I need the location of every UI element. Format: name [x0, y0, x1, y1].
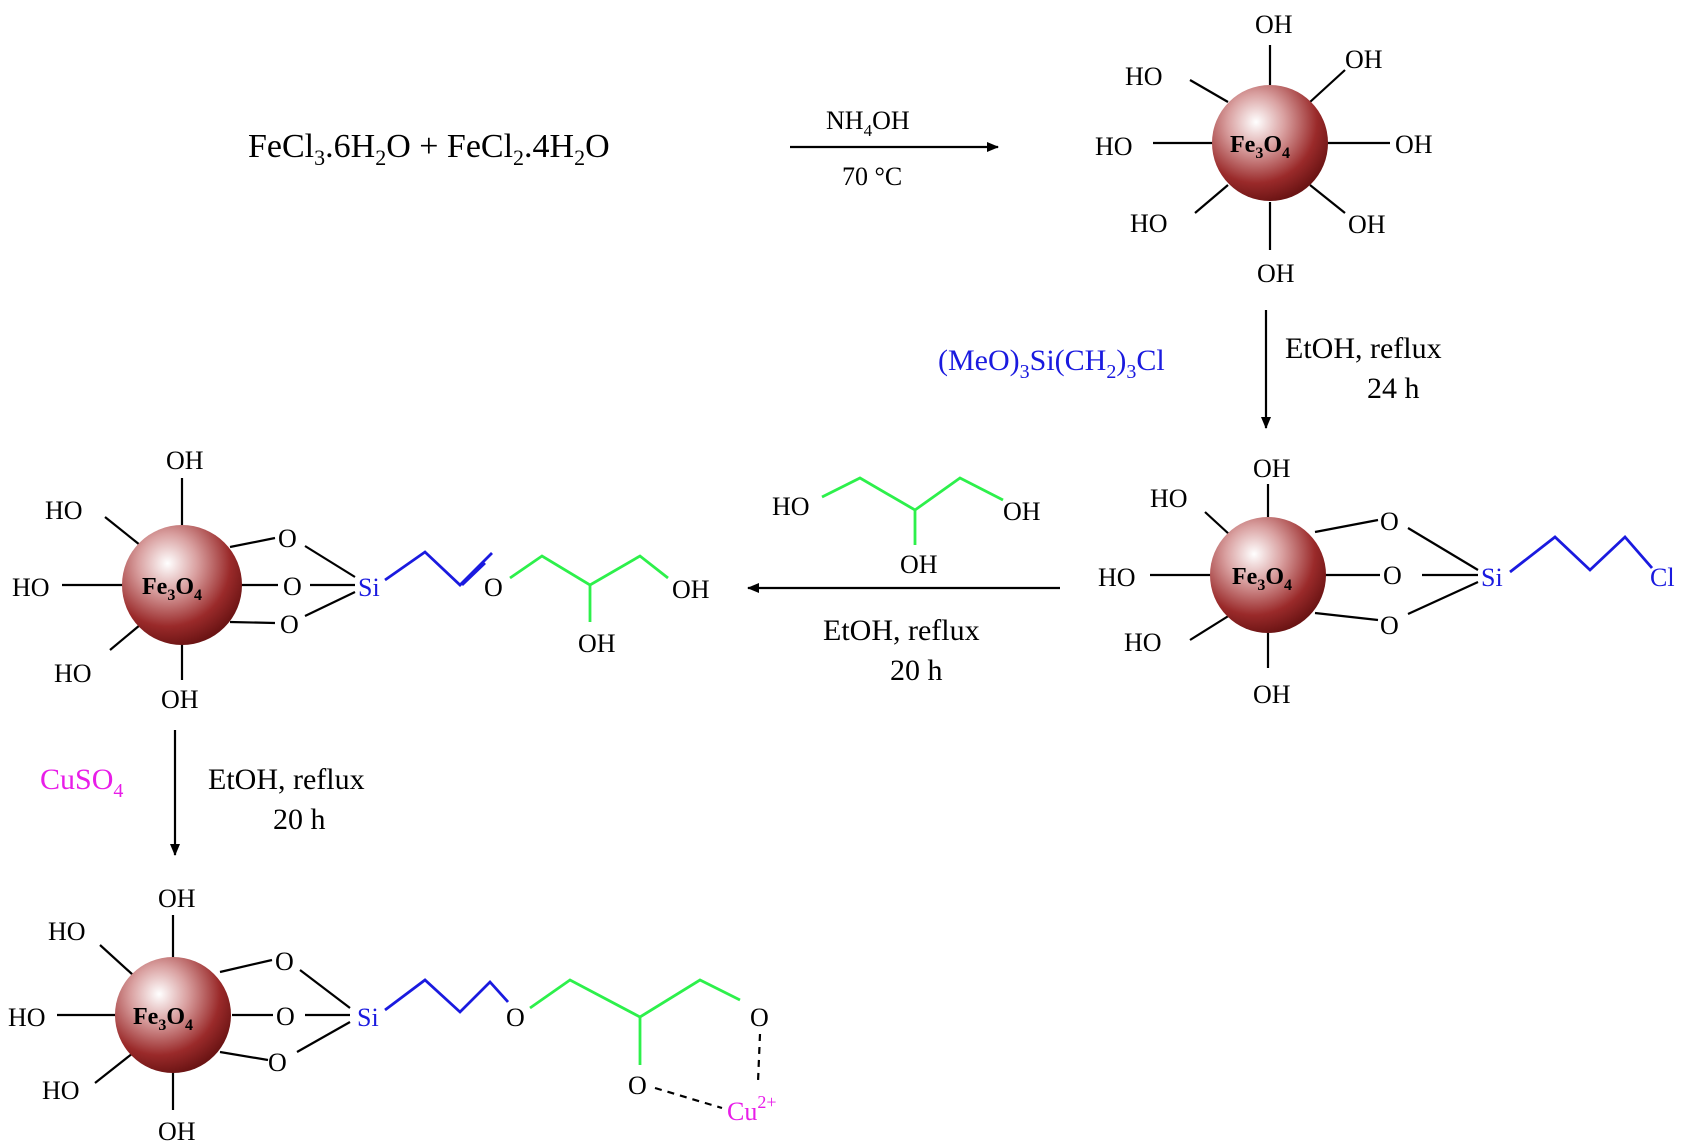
step1-reagent: NH4OH: [826, 106, 910, 140]
svg-text:O: O: [283, 572, 302, 601]
svg-text:OH: OH: [158, 884, 196, 913]
svg-text:Fe3O4: Fe3O4: [142, 574, 202, 604]
svg-text:HO: HO: [12, 573, 50, 602]
svg-text:Fe3O4: Fe3O4: [133, 1004, 193, 1034]
svg-text:OH: OH: [900, 550, 938, 579]
svg-text:OH: OH: [1257, 259, 1295, 288]
step3-time: 20 h: [890, 654, 943, 687]
svg-text:OH: OH: [161, 685, 199, 714]
svg-text:O: O: [275, 947, 294, 976]
fe3o4-copper-complex: Fe3O4 OH HO HO HO OH O O O Si O O O Cu2+: [8, 884, 777, 1145]
svg-text:HO: HO: [1150, 484, 1188, 513]
step2-time: 24 h: [1367, 372, 1420, 405]
precursor-formula: FeCl3.6H2O + FeCl2.4H2O: [248, 128, 610, 170]
svg-text:OH: OH: [1348, 210, 1386, 239]
svg-text:Fe3O4: Fe3O4: [1232, 564, 1292, 594]
svg-text:HO: HO: [1124, 628, 1162, 657]
step3-solvent: EtOH, reflux: [823, 614, 980, 647]
step4-time: 20 h: [273, 803, 326, 836]
fe3o4-sphere: [1212, 85, 1328, 201]
svg-text:OH: OH: [158, 1117, 196, 1145]
glycerol-reagent: HO OH OH: [772, 476, 1041, 579]
svg-text:O: O: [750, 1003, 769, 1032]
svg-text:HO: HO: [1098, 563, 1136, 592]
svg-text:Cl: Cl: [1650, 563, 1675, 592]
fe3o4-hydroxyl-particle: Fe3O4 OH OH OH OH OH HO HO HO: [1095, 10, 1433, 288]
svg-text:O: O: [1380, 611, 1399, 640]
fe3o4-chloropropyl-particle: Fe3O4 OH HO HO HO OH O O O Si Cl: [1098, 454, 1675, 709]
svg-text:O: O: [628, 1071, 647, 1100]
svg-text:OH: OH: [1253, 454, 1291, 483]
svg-text:OH: OH: [1345, 45, 1383, 74]
svg-text:O: O: [276, 1002, 295, 1031]
svg-text:HO: HO: [54, 659, 92, 688]
svg-text:HO: HO: [1095, 132, 1133, 161]
fe3o4-sphere: [1210, 517, 1326, 633]
svg-text:Si: Si: [358, 573, 380, 602]
svg-text:HO: HO: [8, 1003, 46, 1032]
svg-text:OH: OH: [1395, 130, 1433, 159]
svg-text:OH: OH: [1253, 680, 1291, 709]
svg-text:HO: HO: [48, 917, 86, 946]
step4-solvent: EtOH, reflux: [208, 763, 365, 796]
svg-text:O: O: [1380, 507, 1399, 536]
step1-temperature: 70 °C: [842, 162, 902, 191]
step4-reagent: CuSO4: [40, 763, 123, 802]
svg-text:HO: HO: [772, 492, 810, 521]
copper-ion-label: Cu2+: [727, 1092, 777, 1126]
svg-text:O: O: [278, 524, 297, 553]
svg-text:Fe3O4: Fe3O4: [1230, 132, 1290, 162]
svg-text:HO: HO: [1125, 62, 1163, 91]
svg-text:O: O: [1383, 561, 1402, 590]
svg-text:OH: OH: [672, 575, 710, 604]
svg-text:OH: OH: [578, 629, 616, 658]
svg-text:Si: Si: [1481, 563, 1503, 592]
svg-text:HO: HO: [1130, 209, 1168, 238]
svg-text:OH: OH: [1003, 497, 1041, 526]
fe3o4-glycerol-particle: Fe3O4 OH HO HO HO OH O O O Si O OH OH: [12, 446, 710, 714]
svg-text:HO: HO: [45, 496, 83, 525]
svg-text:O: O: [506, 1003, 525, 1032]
svg-text:OH: OH: [1255, 10, 1293, 39]
svg-text:HO: HO: [42, 1076, 80, 1105]
fe3o4-sphere: [122, 525, 242, 645]
svg-text:O: O: [268, 1048, 287, 1077]
svg-text:OH: OH: [166, 446, 204, 475]
svg-text:Si: Si: [357, 1003, 379, 1032]
fe3o4-sphere: [115, 957, 231, 1073]
step2-silane: (MeO)3Si(CH2)3Cl: [938, 344, 1165, 383]
svg-text:O: O: [484, 573, 503, 602]
step2-solvent: EtOH, reflux: [1285, 332, 1442, 365]
svg-text:O: O: [280, 610, 299, 639]
